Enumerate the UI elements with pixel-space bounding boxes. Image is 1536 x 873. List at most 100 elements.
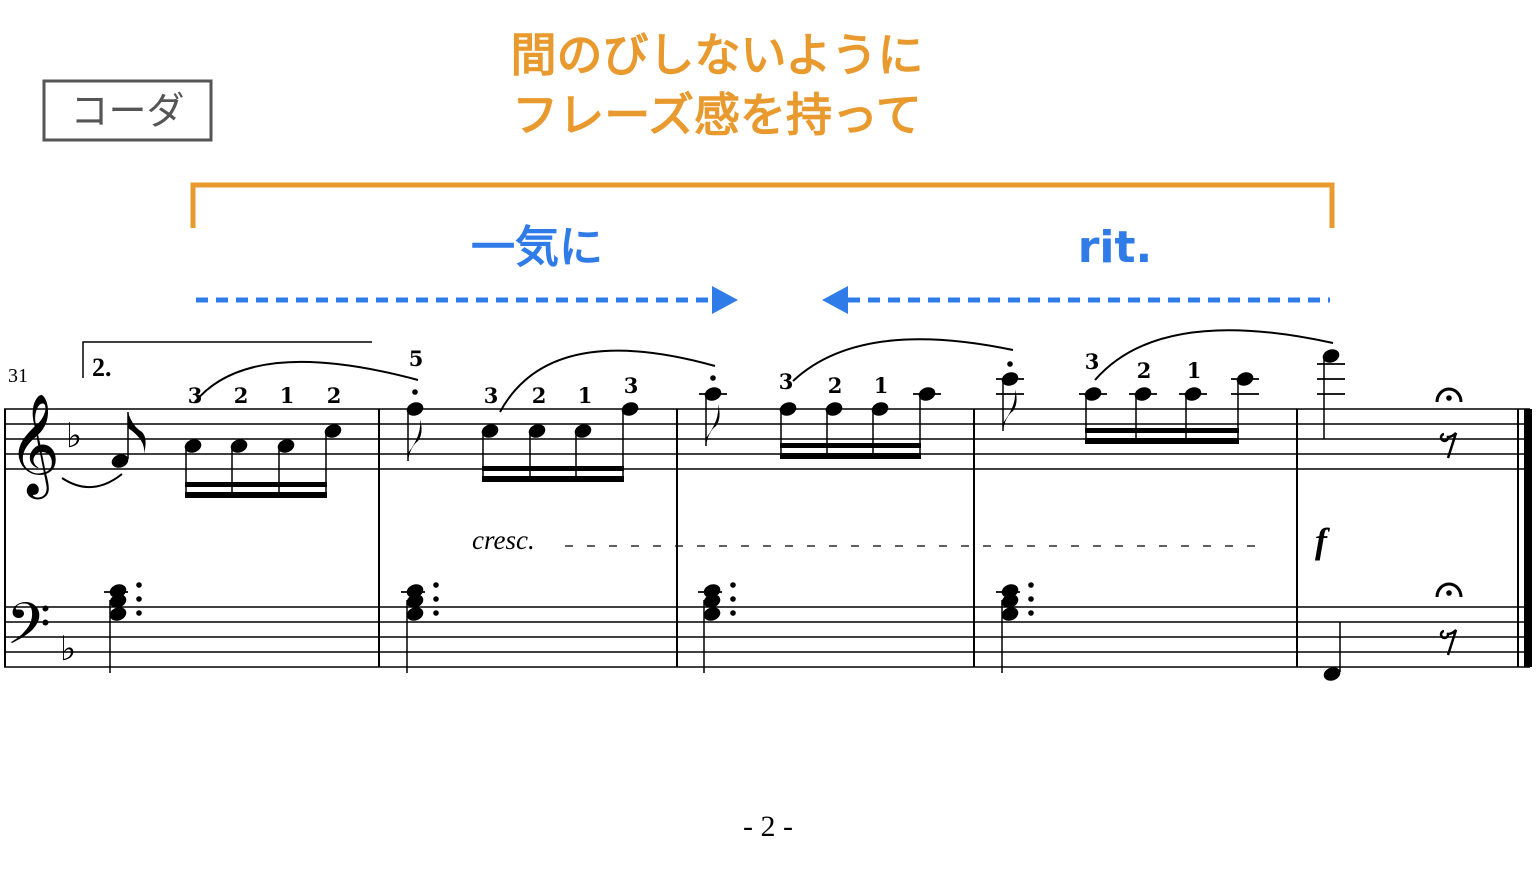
notehead	[1001, 584, 1019, 598]
notehead	[1001, 372, 1019, 386]
page-number: - 2 -	[743, 810, 793, 843]
bass-clef: 𝄢	[6, 590, 51, 672]
staccato-dot	[412, 389, 418, 395]
augmentation-dot	[730, 582, 736, 588]
augmentation-dot	[136, 582, 142, 588]
notehead	[703, 584, 721, 598]
notehead	[406, 594, 424, 608]
cresc-marking: cresc.	[472, 525, 535, 555]
beam	[482, 466, 624, 471]
fingering: 1	[874, 373, 889, 398]
slur	[61, 473, 123, 489]
notehead	[1236, 372, 1254, 386]
beam	[1085, 428, 1239, 433]
augmentation-dot	[433, 596, 439, 602]
augmentation-dot	[136, 596, 142, 602]
fingering: 2	[327, 383, 342, 408]
slur	[194, 361, 419, 403]
slur	[1094, 329, 1334, 381]
notehead	[1184, 387, 1202, 401]
augmentation-dot	[730, 596, 736, 602]
notation: 𝄞𝄢♭♭	[4, 329, 1532, 681]
notehead	[1134, 387, 1152, 401]
fingering: 2	[532, 383, 547, 408]
fingering: 3	[624, 373, 639, 398]
fingering: 3	[188, 383, 203, 408]
notehead	[703, 594, 721, 608]
staccato-dot	[1446, 395, 1452, 401]
notehead	[918, 387, 936, 401]
notehead	[184, 439, 202, 453]
notehead	[481, 424, 499, 438]
eighth-rest	[1439, 432, 1458, 459]
annotation-line-2: フレーズ感を持って	[512, 88, 921, 142]
ritardando-label: rit.	[1078, 222, 1153, 273]
treble-clef: 𝄞	[8, 392, 60, 500]
notehead	[1323, 667, 1341, 681]
notehead	[528, 424, 546, 438]
fingering: 2	[1137, 358, 1152, 383]
slur	[792, 338, 1014, 382]
slur	[499, 349, 716, 413]
notehead	[230, 439, 248, 453]
fingering: 1	[280, 383, 295, 408]
notehead	[109, 607, 127, 621]
notehead	[704, 387, 722, 401]
notehead	[1001, 607, 1019, 621]
fingering: 1	[1187, 358, 1202, 383]
augmentation-dot	[433, 582, 439, 588]
notehead	[406, 584, 424, 598]
key-signature-flat: ♭	[60, 629, 76, 669]
fingering: 2	[234, 383, 249, 408]
fingering: 5	[409, 346, 424, 371]
key-signature-flat: ♭	[66, 416, 82, 456]
fermata	[1435, 582, 1463, 598]
notehead	[871, 402, 889, 416]
volta-bracket	[82, 341, 372, 378]
section-label: コーダ	[70, 89, 184, 133]
fermata	[1435, 387, 1463, 403]
beam	[185, 482, 327, 487]
flag	[128, 412, 146, 454]
augmentation-dot	[1028, 582, 1034, 588]
notehead	[406, 402, 424, 416]
notehead	[1001, 594, 1019, 608]
notehead	[779, 402, 797, 416]
fingering: 2	[828, 373, 843, 398]
fingerings: 3 2 1 2 5 3 2 1 3 3 2 1 3 2 1	[188, 346, 1202, 408]
augmentation-dot	[433, 610, 439, 616]
fingering: 3	[484, 383, 499, 408]
ritardando-arrow	[822, 286, 1330, 314]
notehead	[109, 584, 127, 598]
accelerate-label: 一気に	[471, 222, 603, 273]
augmentation-dot	[730, 610, 736, 616]
fingering: 3	[1085, 349, 1100, 374]
dynamic-forte: f	[1315, 521, 1330, 561]
fingering: 1	[578, 383, 593, 408]
section-label-box: コーダ	[42, 79, 213, 142]
notehead	[1322, 349, 1340, 363]
augmentation-dot	[1028, 610, 1034, 616]
measure-number: 31	[8, 365, 28, 387]
notehead	[825, 402, 843, 416]
staccato-dot	[1007, 361, 1013, 367]
final-barline-thick	[1524, 409, 1532, 667]
augmentation-dot	[1028, 596, 1034, 602]
notehead	[621, 402, 639, 416]
phrase-bracket	[190, 182, 1335, 228]
notehead	[703, 607, 721, 621]
notehead	[109, 594, 127, 608]
notehead	[574, 424, 592, 438]
notehead	[324, 424, 342, 438]
staccato-dot	[1446, 590, 1452, 596]
beam	[185, 492, 327, 498]
staccato-dot	[710, 375, 716, 381]
accelerate-arrow	[196, 286, 738, 314]
fingering: 3	[779, 369, 794, 394]
augmentation-dot	[136, 610, 142, 616]
notehead	[111, 454, 129, 468]
beam	[482, 476, 624, 482]
beam	[780, 443, 921, 448]
notehead	[406, 607, 424, 621]
